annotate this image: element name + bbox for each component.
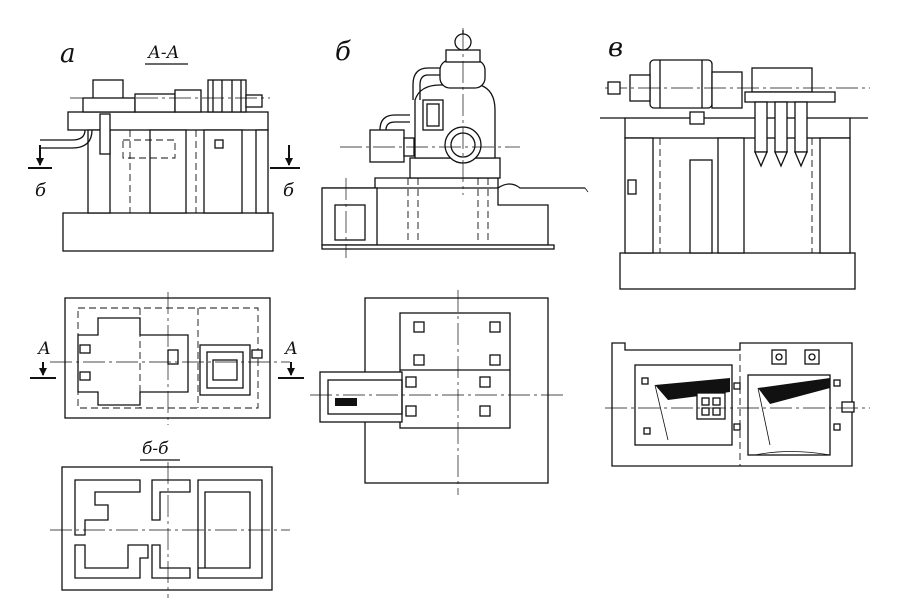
pier-left <box>624 137 654 254</box>
spindle-2 <box>774 101 788 153</box>
hatched-wall-5 <box>197 479 263 579</box>
section-bb: б-б <box>50 439 290 598</box>
hatched-wall-3 <box>74 544 149 579</box>
spindle-head <box>751 67 813 93</box>
view-b-label: б <box>335 37 351 67</box>
foundation-top-slab <box>67 111 269 131</box>
spindle-1 <box>754 101 768 153</box>
foundation-base-slab <box>62 212 274 252</box>
cut-b-left-label: б <box>35 180 47 201</box>
pier-mid <box>717 137 745 254</box>
view-a-label: а <box>60 39 76 69</box>
anchor-bolt-2 <box>214 139 224 149</box>
spindle-3 <box>794 101 808 153</box>
pipe-elbow <box>419 74 440 100</box>
dashed-opening <box>122 139 176 159</box>
pit-left <box>634 364 733 446</box>
cut-a-right-label: А <box>284 339 298 359</box>
gear-housing <box>134 93 176 113</box>
end-bearing <box>245 94 263 108</box>
hatched-wall-4 <box>151 544 191 579</box>
cut-a-left-label: А <box>37 339 51 359</box>
plan-outline <box>64 297 271 419</box>
view-a-plan: А А <box>30 292 304 425</box>
pier-4 <box>255 129 269 214</box>
motor-left <box>369 129 405 163</box>
channel-block <box>335 398 357 406</box>
pipe-left <box>40 129 93 149</box>
drum <box>649 59 713 109</box>
view-v-plan <box>605 342 870 467</box>
view-v-label: в <box>608 33 623 63</box>
hatched-wall-1 <box>74 479 141 536</box>
section-bb-title: б-б <box>142 439 169 459</box>
hatched-wall-2 <box>151 479 191 521</box>
section-bb-outline <box>61 466 273 591</box>
mount-block <box>696 392 726 420</box>
view-b-elevation: б <box>321 28 589 258</box>
pier-right <box>819 137 851 254</box>
pulley-plan <box>199 344 251 396</box>
view-a-elevation: а А-А б <box>28 39 300 252</box>
pit-right <box>747 374 831 456</box>
wedge-left <box>655 378 730 400</box>
section-aa-title: А-А <box>147 43 180 63</box>
machine-footprint <box>77 317 189 406</box>
motor-base <box>82 97 136 113</box>
side-pit <box>321 187 378 246</box>
foundation-top <box>624 117 851 139</box>
anchor-bolt-1 <box>99 113 111 155</box>
foundation-base <box>619 252 856 290</box>
view-v-elevation: в <box>600 33 870 290</box>
top-cylinder <box>439 59 486 89</box>
anchor-bolts <box>405 321 501 417</box>
coupling-block <box>174 89 202 113</box>
pulley-assembly <box>207 79 247 113</box>
pier-2 <box>149 129 187 214</box>
cut-b-right-label: б <box>283 180 295 201</box>
view-b-plan <box>310 290 565 495</box>
bolt-box-2 <box>804 349 820 365</box>
bolt-box-1 <box>771 349 787 365</box>
wedge-right <box>758 378 830 404</box>
